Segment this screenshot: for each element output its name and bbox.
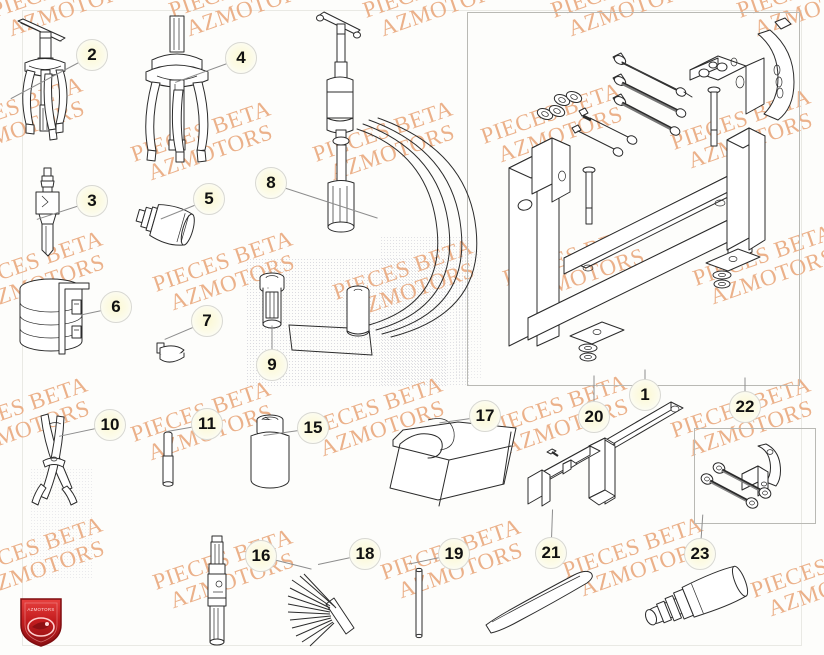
callout-2[interactable]: 2	[76, 39, 108, 71]
callout-6[interactable]: 6	[100, 291, 132, 323]
callout-18[interactable]: 18	[349, 538, 381, 570]
callout-20[interactable]: 20	[578, 401, 610, 433]
engine-stand-box	[467, 12, 800, 386]
svg-text:AZMOTORS: AZMOTORS	[27, 607, 54, 612]
callout-19[interactable]: 19	[438, 538, 470, 570]
callout-10[interactable]: 10	[94, 409, 126, 441]
halftone-texture	[30, 468, 92, 578]
callout-17[interactable]: 17	[469, 400, 501, 432]
callout-leader-line	[270, 183, 378, 219]
callout-23[interactable]: 23	[684, 538, 716, 570]
callout-4[interactable]: 4	[225, 42, 257, 74]
callout-11[interactable]: 11	[191, 408, 223, 440]
callout-15[interactable]: 15	[297, 412, 329, 444]
azmotors-logo: AZMOTORS	[18, 596, 64, 648]
callout-7[interactable]: 7	[191, 305, 223, 337]
halftone-texture	[380, 236, 470, 386]
callout-9[interactable]: 9	[256, 349, 288, 381]
item22-box	[694, 428, 816, 524]
callout-22[interactable]: 22	[729, 391, 761, 423]
callout-3[interactable]: 3	[76, 185, 108, 217]
callout-21[interactable]: 21	[535, 537, 567, 569]
callout-1[interactable]: 1	[629, 379, 661, 411]
callout-16[interactable]: 16	[245, 540, 277, 572]
callout-8[interactable]: 8	[255, 167, 287, 199]
callout-5[interactable]: 5	[193, 183, 225, 215]
